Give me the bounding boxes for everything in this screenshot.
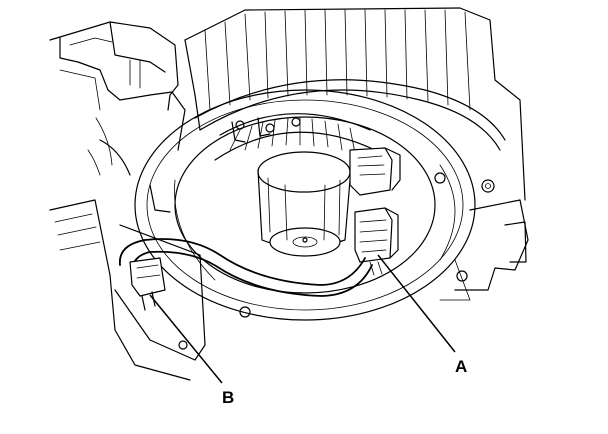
fan-scroll-housing — [134, 89, 529, 321]
motor-connector-a — [354, 207, 399, 276]
housing-bracket-top-left — [49, 21, 186, 151]
motor-cooling-fins — [214, 113, 376, 161]
blower-housing-cover — [184, 7, 526, 201]
housing-frame-left — [49, 117, 191, 381]
leader-line-b — [149, 294, 223, 384]
callout-label-a: A — [455, 357, 467, 376]
blower-motor-body — [257, 151, 351, 257]
callout-label-b: B — [222, 388, 234, 407]
wire-harness — [119, 238, 373, 297]
leader-line-a — [377, 254, 456, 353]
motor-connector-a-upper — [349, 147, 401, 196]
resistor-connector-b — [114, 224, 206, 361]
